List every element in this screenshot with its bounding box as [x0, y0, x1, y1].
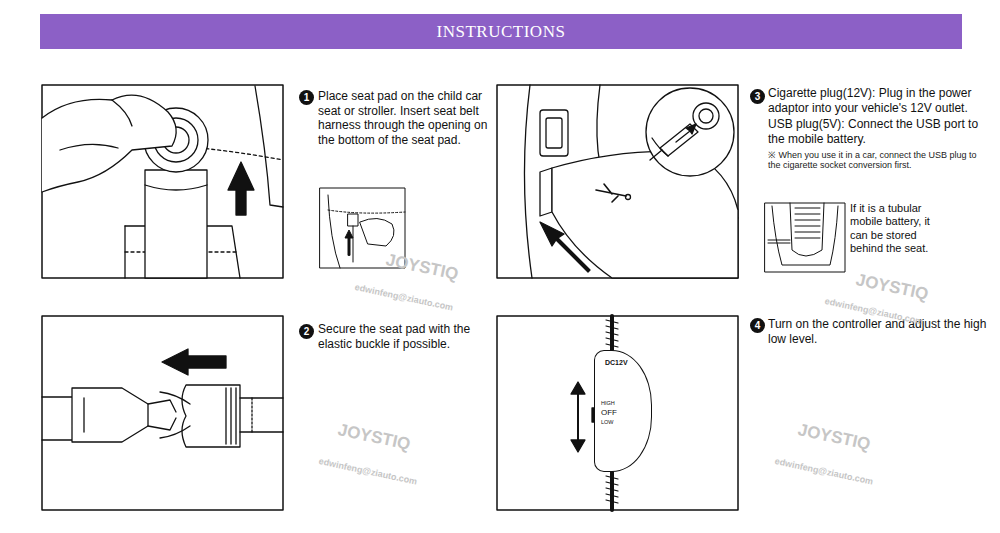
illustration-part — [255, 86, 283, 207]
illustration-part — [540, 168, 552, 216]
illustration-part — [772, 206, 838, 265]
watermark: JOYSTIQ — [336, 420, 412, 455]
illustration-part — [228, 162, 254, 215]
illustration-part — [348, 214, 358, 226]
illustration-part — [240, 398, 283, 432]
illustration-part — [42, 397, 72, 440]
illustration-part — [577, 392, 579, 442]
instruction-text: Secure the seat pad with the elastic buc… — [318, 322, 490, 351]
illustration-part — [251, 398, 252, 432]
watermark: JOYSTIQ — [854, 270, 930, 305]
illustration-part — [42, 349, 283, 447]
illustration-part — [650, 138, 668, 160]
instruction-column: Cigarette plug(12V): Plug in the power a… — [768, 86, 990, 171]
step-number-circle: 2 — [299, 324, 314, 339]
watermark: JOYSTIQ — [796, 420, 872, 455]
illustration-part — [546, 118, 562, 148]
callout-number: 2 — [304, 327, 310, 337]
illustration-part — [765, 203, 845, 272]
note-text: ※ When you use it in a car, connect the … — [768, 150, 990, 172]
illustration-part — [182, 385, 240, 447]
illustration-part — [606, 320, 618, 347]
watermark: edwinfeng@ziauto.com — [318, 456, 418, 487]
illustration-part — [124, 226, 125, 278]
illustration-part — [765, 203, 845, 272]
illustration-part — [112, 100, 132, 126]
illustration-part — [497, 316, 738, 510]
illustration-part — [571, 382, 585, 452]
illustration-part — [596, 184, 626, 202]
watermark: edwinfeng@ziauto.com — [354, 282, 454, 313]
switch-position: OFF — [601, 409, 617, 417]
step-number-circle: 4 — [750, 318, 765, 333]
controller-body: DC12V HIGH OFF LOW — [594, 350, 652, 472]
illustration-part — [345, 230, 353, 255]
illustration-part — [790, 203, 824, 256]
illustration-part — [200, 148, 283, 160]
illustration-part — [360, 218, 394, 246]
illustration-part — [646, 88, 734, 176]
illustration-part — [42, 95, 176, 192]
instruction-text: Cigarette plug(12V): Plug in the power a… — [768, 86, 990, 115]
illustration-part — [145, 185, 207, 190]
illustration-part — [524, 85, 532, 278]
instruction-text: If it is a tubular mobile battery, it ca… — [850, 202, 950, 256]
illustration-part — [328, 195, 340, 268]
illustration-part — [699, 109, 713, 123]
illustration-part — [42, 86, 283, 278]
watermark: JOYSTIQ — [384, 250, 460, 285]
illustration-part — [83, 398, 84, 432]
illustration-part — [795, 208, 820, 238]
step-number-circle: 1 — [299, 90, 314, 105]
instruction-text: Place seat pad on the child car seat or … — [318, 89, 490, 148]
illustration-part — [42, 316, 283, 510]
title-bar: INSTRUCTIONS — [40, 14, 962, 49]
illustration-part — [626, 195, 631, 200]
illustration-part — [660, 124, 698, 156]
illustration-part — [145, 170, 207, 278]
illustration-part — [328, 210, 405, 213]
illustration-part — [693, 103, 719, 129]
illustration-part — [353, 226, 354, 262]
illustration-part — [676, 124, 696, 142]
voltage-label: DC12V — [605, 359, 628, 366]
watermark: edwinfeng@ziauto.com — [774, 456, 874, 487]
illustration-part — [72, 388, 148, 442]
illustration-part — [497, 85, 738, 278]
illustration-part — [524, 85, 738, 278]
instruction-text: Turn on the controller and adjust the hi… — [768, 317, 990, 346]
illustration-part — [606, 476, 618, 503]
illustration-part — [540, 222, 590, 272]
page-title: INSTRUCTIONS — [437, 22, 566, 42]
illustration-part — [540, 110, 568, 156]
illustration-part — [226, 388, 236, 444]
step-number-circle: 3 — [750, 89, 765, 104]
illustration-part — [42, 85, 283, 278]
illustration-part — [160, 392, 190, 438]
illustration-part — [162, 349, 226, 375]
callout-number: 1 — [304, 93, 310, 103]
illustration-part — [148, 400, 176, 430]
illustration-part — [60, 144, 118, 150]
switch-position: LOW — [601, 420, 614, 426]
switch-position: HIGH — [601, 401, 615, 407]
callout-number: 4 — [755, 321, 761, 331]
callout-number: 3 — [755, 92, 761, 102]
instruction-text: USB plug(5V): Connect the USB port to th… — [768, 117, 990, 146]
illustration-part — [768, 240, 790, 243]
